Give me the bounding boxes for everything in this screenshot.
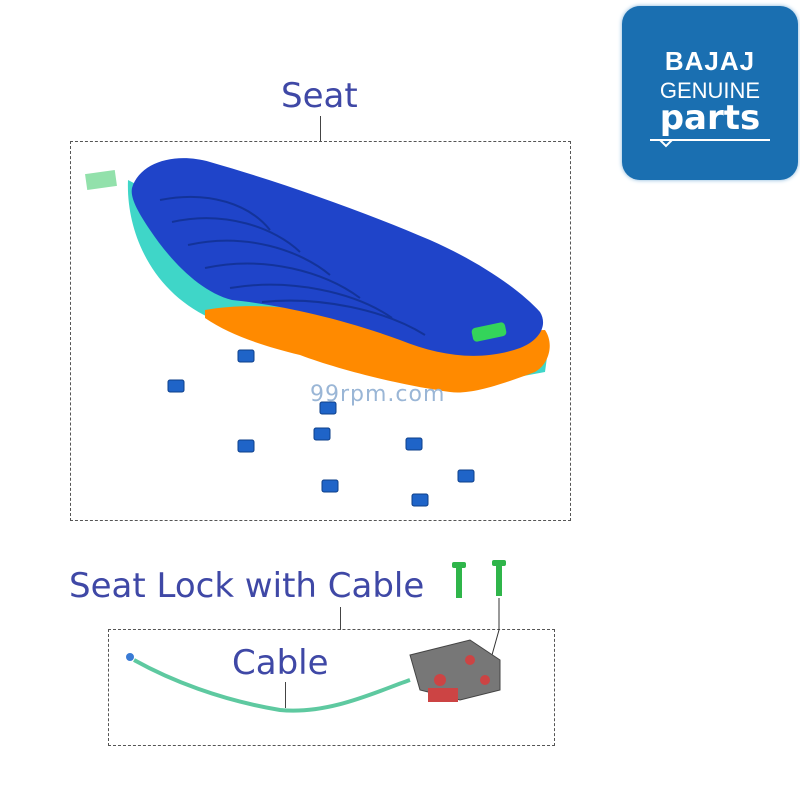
logo-genuine: GENUINE	[659, 78, 761, 103]
bolt-icon	[492, 560, 506, 596]
clip-icon	[411, 493, 429, 507]
logo-brand: BAJAJ	[664, 46, 756, 76]
bajaj-genuine-parts-logo: BAJAJ GENUINE parts	[622, 6, 798, 180]
seat-lock-group-box	[108, 629, 555, 746]
clip-icon	[319, 401, 337, 415]
cable-label: Cable	[232, 643, 329, 683]
clip-icon	[321, 479, 339, 493]
logo-underline-icon	[650, 139, 770, 148]
seat-lock-label: Seat Lock with Cable	[69, 566, 425, 606]
cable-leader-line	[285, 682, 286, 708]
clip-icon	[167, 379, 185, 393]
seat-group-box	[70, 141, 571, 521]
clip-icon	[405, 437, 423, 451]
watermark: 99rpm.com	[310, 382, 446, 407]
clip-icon	[237, 349, 255, 363]
logo-parts: parts	[659, 98, 761, 138]
clip-icon	[237, 439, 255, 453]
bolt-icon	[452, 562, 466, 598]
seat-label: Seat	[281, 76, 358, 116]
clip-icon	[457, 469, 475, 483]
seat-lock-leader-line	[340, 607, 341, 630]
clip-icon	[313, 427, 331, 441]
seat-leader-line	[320, 116, 321, 142]
